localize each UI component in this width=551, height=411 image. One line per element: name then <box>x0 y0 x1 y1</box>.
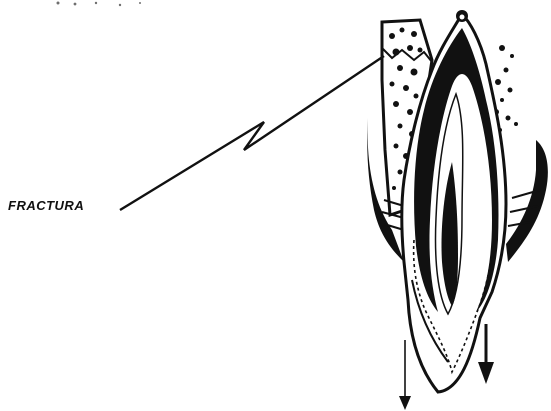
displacement-arrow-left <box>399 340 411 410</box>
fracture-leader-line <box>120 56 384 210</box>
fracture-label: FRACTURA <box>8 198 84 213</box>
displacement-arrow-right <box>478 324 494 384</box>
scan-specks <box>57 2 142 7</box>
gingiva-right <box>506 140 548 262</box>
